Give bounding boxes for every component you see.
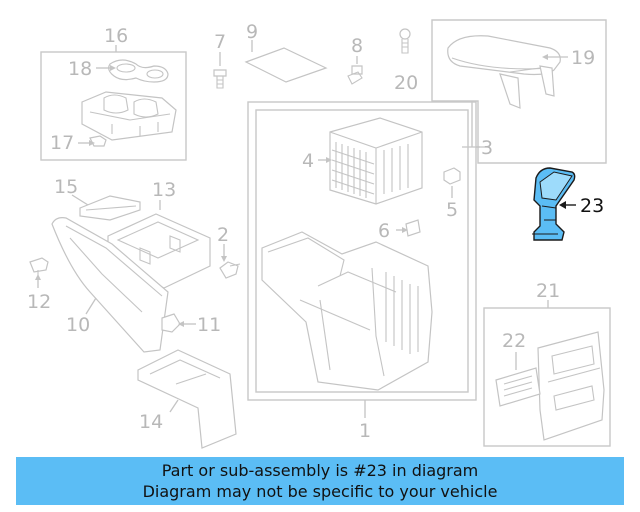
banner-line-1: Part or sub-assembly is #23 in diagram <box>161 461 479 480</box>
part-17-clip <box>89 135 107 147</box>
part-19-armrest-lid <box>447 35 561 109</box>
part-7-screw <box>213 52 227 89</box>
part-21-rear-panel <box>537 331 605 441</box>
callout-8: 8 <box>351 35 363 57</box>
part-14-cover <box>137 349 237 449</box>
callout-3: 3 <box>481 137 493 159</box>
callout-13: 13 <box>152 179 176 201</box>
callout-16: 16 <box>104 25 128 47</box>
callout-21: 21 <box>536 280 560 302</box>
info-banner: Part or sub-assembly is #23 in diagram D… <box>16 457 624 505</box>
part-4-storage-bin <box>329 117 423 205</box>
callout-1: 1 <box>359 420 371 442</box>
part-18-cupholder-mat <box>108 59 169 83</box>
part-2-screw <box>219 244 241 279</box>
callout-18: 18 <box>68 58 92 80</box>
part-15-bracket <box>71 194 141 221</box>
callout-7: 7 <box>214 31 226 53</box>
callout-2: 2 <box>217 224 229 246</box>
callout-17: 17 <box>50 132 74 154</box>
callout-14: 14 <box>139 411 163 433</box>
callout-19: 19 <box>571 47 595 69</box>
part-9-pad <box>244 40 328 83</box>
parts-diagram: 1 2 3 4 5 6 7 8 9 10 11 12 13 14 15 16 1… <box>27 19 611 449</box>
callout-5: 5 <box>446 199 458 221</box>
callout-9: 9 <box>246 21 258 43</box>
part-cupholder-body <box>81 91 177 141</box>
part-8-bolt <box>347 56 363 85</box>
banner-line-2: Diagram may not be specific to your vehi… <box>142 482 498 501</box>
part-20-screw <box>399 28 411 54</box>
group-3-console-box <box>247 101 480 418</box>
callout-20: 20 <box>394 72 418 94</box>
part-22-vent <box>495 352 541 407</box>
part-23-duct <box>532 167 576 241</box>
part-6-clip <box>405 219 421 237</box>
group-19-armrest-box <box>431 19 607 164</box>
callout-22: 22 <box>502 330 526 352</box>
part-5-clip <box>443 167 461 185</box>
callout-15: 15 <box>54 176 78 198</box>
callout-23: 23 <box>580 195 604 217</box>
part-11-clip <box>161 313 196 333</box>
part-console-body <box>261 231 433 391</box>
callout-6: 6 <box>378 220 390 242</box>
group-21-rear-vent-box <box>483 300 611 447</box>
callout-12: 12 <box>27 291 51 313</box>
callout-11: 11 <box>197 314 221 336</box>
callout-4: 4 <box>302 150 314 172</box>
part-10-side-panel <box>51 217 169 353</box>
group-16-cupholder-box <box>40 45 187 161</box>
part-12-screw <box>29 257 49 288</box>
callout-10: 10 <box>66 314 90 336</box>
